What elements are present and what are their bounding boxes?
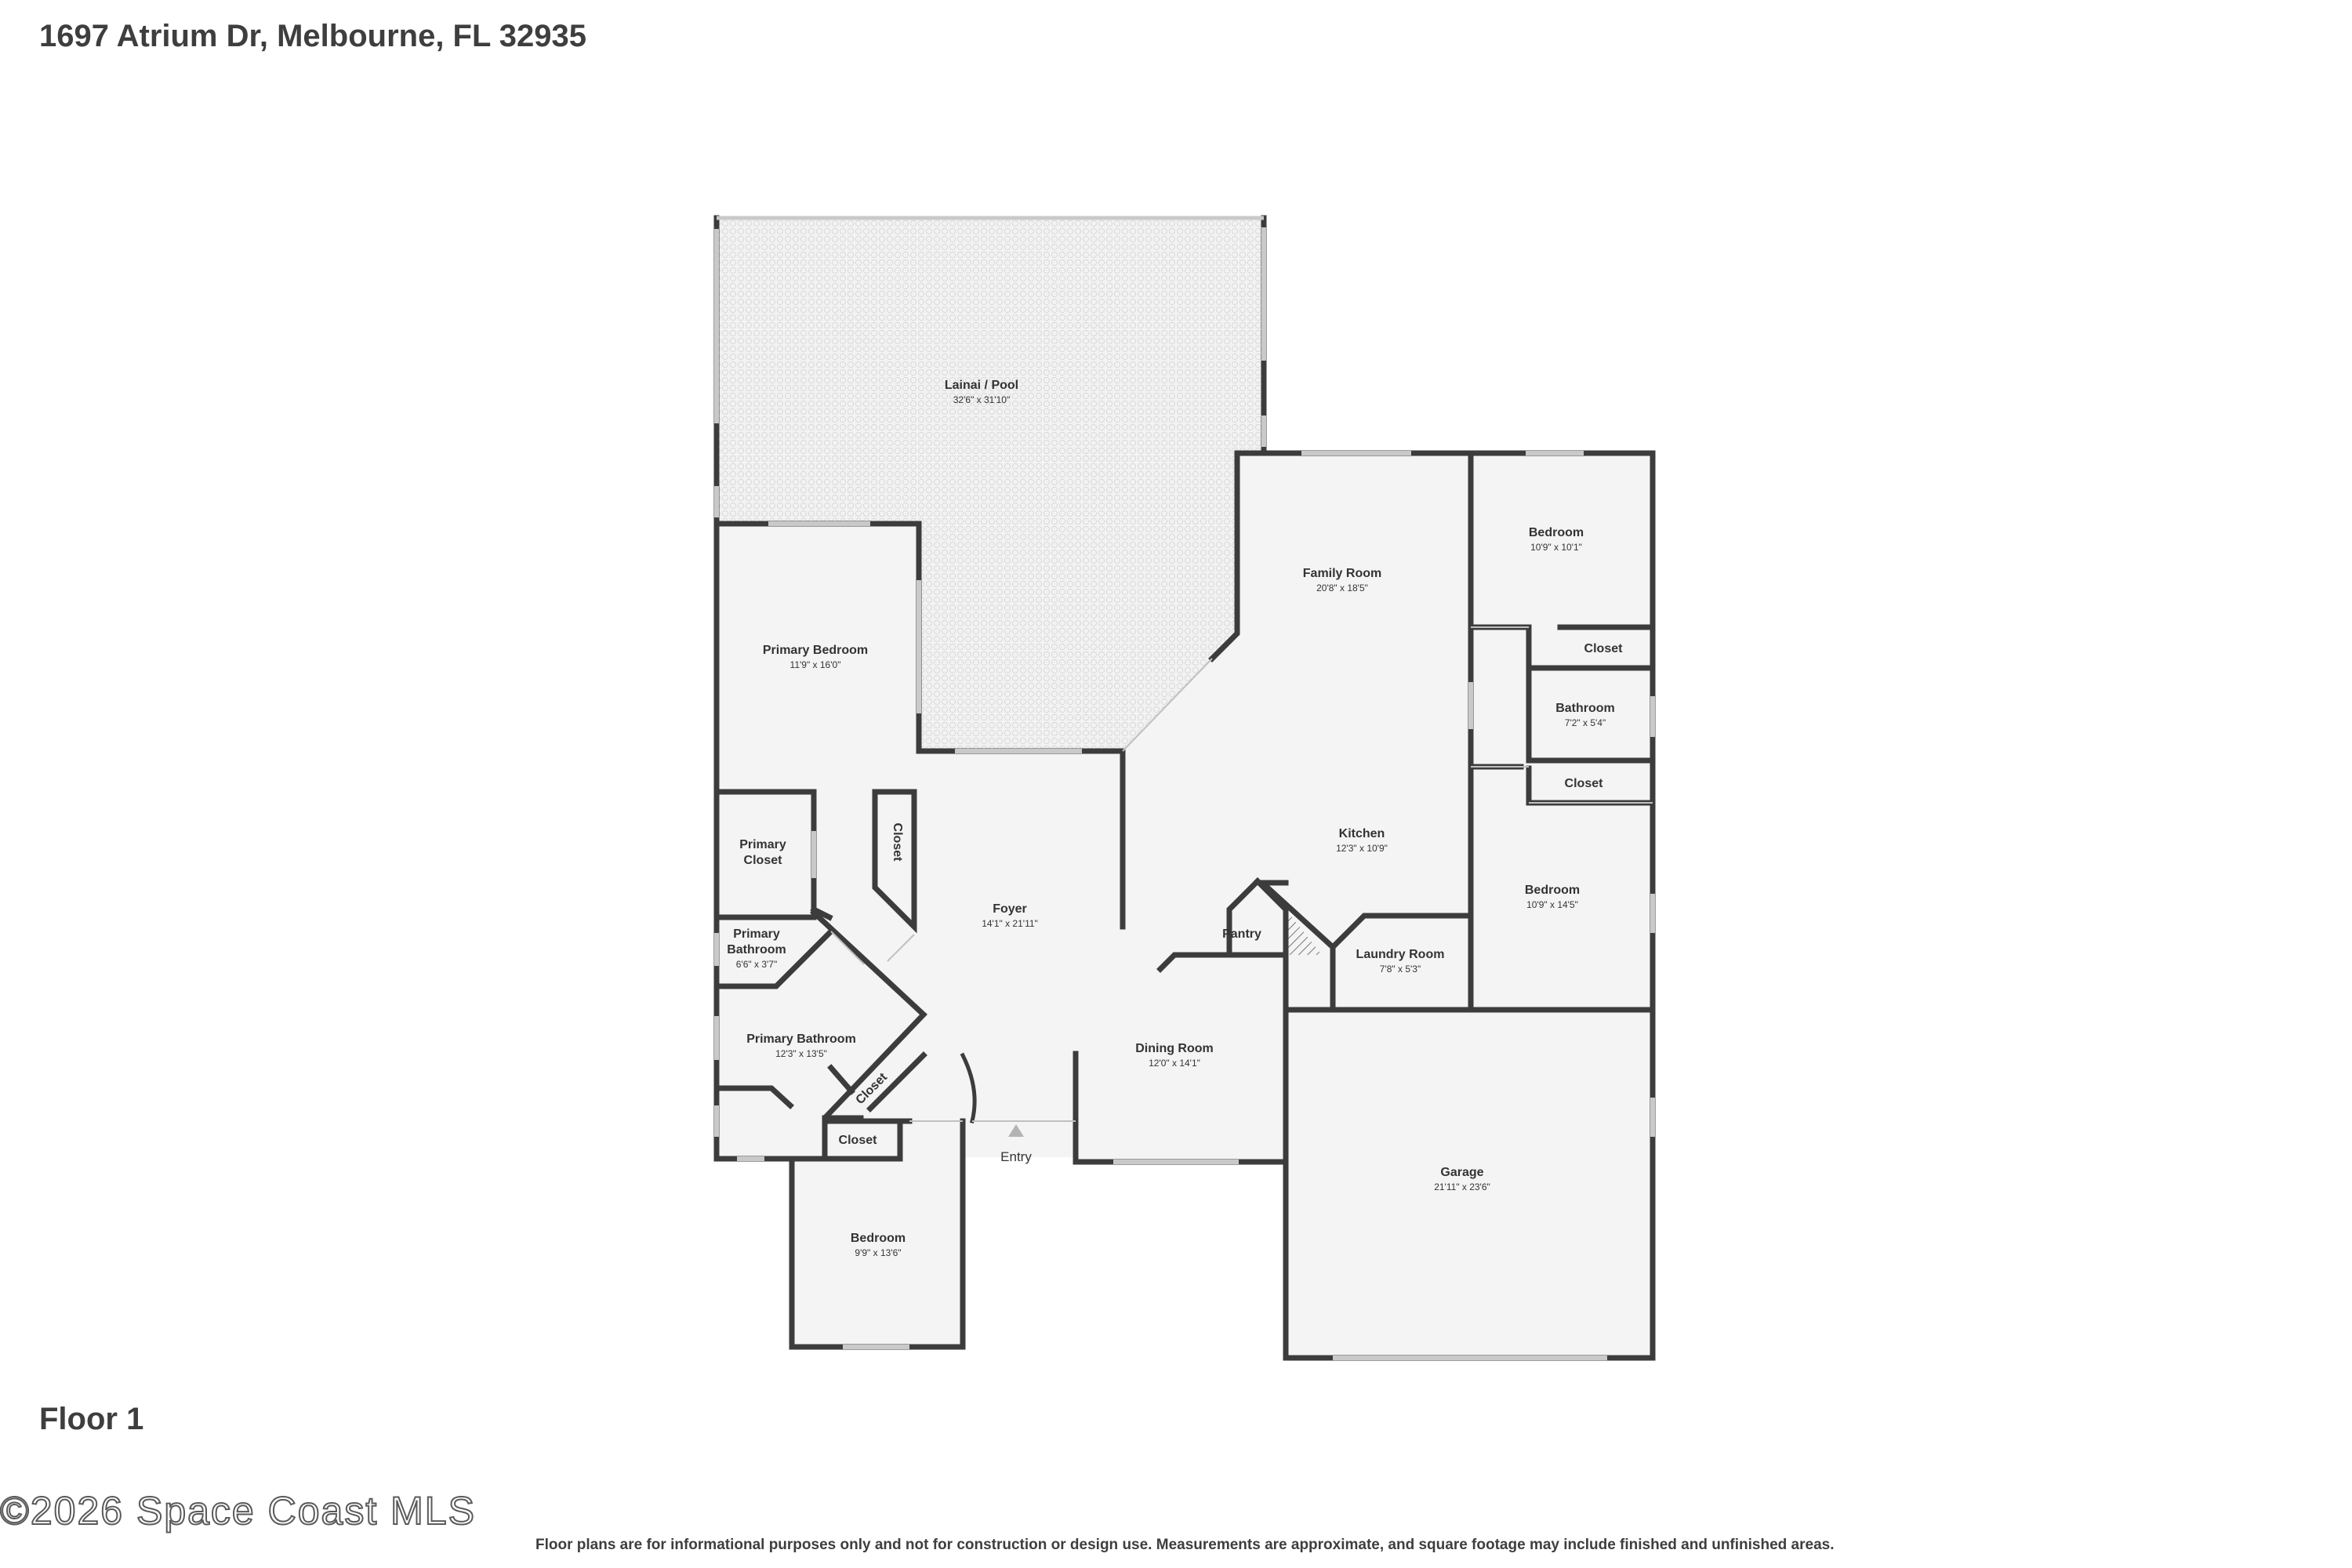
bedroom-s-dims: 9'9" x 13'6": [855, 1247, 901, 1258]
primary-bath-small-line1: Primary: [733, 927, 780, 941]
floor-label: Floor 1: [39, 1402, 144, 1436]
copyright-watermark: ©2026 Space Coast MLS: [0, 1488, 476, 1534]
bedroom-s-name: Bedroom: [851, 1232, 906, 1245]
primary-bedroom-dims: 11'9" x 16'0": [790, 659, 841, 670]
garage-name: Garage: [1440, 1166, 1483, 1179]
bedroom-e-dims: 10'9" x 14'5": [1526, 899, 1578, 910]
address-title: 1697 Atrium Dr, Melbourne, FL 32935: [39, 19, 587, 53]
lanai-dims: 32'6" x 31'10": [953, 394, 1011, 405]
closet-ne-name: Closet: [1584, 642, 1624, 655]
primary-bath-small-dims: 6'6" x 3'7": [736, 959, 777, 970]
bathroom-e-dims: 7'2" x 5'4": [1565, 717, 1606, 728]
kitchen-dims: 12'3" x 10'9": [1336, 843, 1388, 854]
primary-bathroom-dims: 12'3" x 13'5": [775, 1048, 827, 1059]
disclaimer-text: Floor plans are for informational purpos…: [535, 1537, 1835, 1553]
lanai-outline: [713, 215, 1267, 527]
primary-bath-small-line2: Bathroom: [727, 943, 786, 956]
family-room-name: Family Room: [1303, 567, 1381, 580]
family-room-dims: 20'8" x 18'5": [1316, 583, 1368, 593]
floor-fills: [717, 218, 1653, 1358]
pantry-name: Pantry: [1222, 927, 1261, 941]
laundry-name: Laundry Room: [1356, 948, 1445, 961]
bedroom-e-name: Bedroom: [1525, 884, 1580, 897]
garage-dims: 21'11" x 23'6": [1434, 1181, 1490, 1192]
primary-closet-line1: Primary: [739, 838, 786, 851]
foyer-name: Foyer: [993, 902, 1027, 916]
kitchen-name: Kitchen: [1339, 827, 1385, 840]
windows: [714, 451, 1655, 1360]
primary-closet-line2: Closet: [744, 854, 783, 867]
closet-primary-name: Closet: [891, 823, 904, 862]
foyer-dims: 14'1" x 21'11": [982, 918, 1038, 929]
primary-bathroom-name: Primary Bathroom: [746, 1033, 856, 1046]
entry-label: Entry: [1000, 1149, 1032, 1164]
closet-e-name: Closet: [1565, 777, 1604, 790]
bedroom-ne-dims: 10'9" x 10'1": [1530, 542, 1582, 553]
dining-dims: 12'0" x 14'1": [1149, 1058, 1200, 1069]
pantry-hatch: [1286, 909, 1322, 955]
entry-arrow-icon: [1008, 1124, 1024, 1137]
closet-s-name: Closet: [839, 1134, 878, 1147]
interior-floor: [717, 453, 1653, 1358]
laundry-dims: 7'8" x 5'3": [1380, 964, 1421, 975]
lanai-floor: [717, 218, 1264, 751]
dining-name: Dining Room: [1135, 1042, 1214, 1055]
bathroom-e-name: Bathroom: [1555, 702, 1615, 715]
bedroom-ne-name: Bedroom: [1529, 526, 1584, 539]
primary-bedroom-name: Primary Bedroom: [763, 644, 868, 657]
lanai-name: Lainai / Pool: [945, 379, 1018, 392]
